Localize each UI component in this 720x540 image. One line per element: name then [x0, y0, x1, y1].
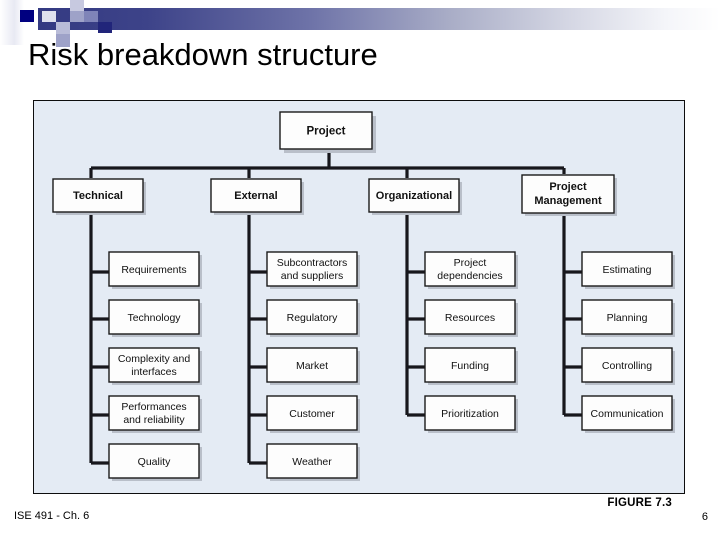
leaf-label-line1: Funding: [451, 360, 489, 372]
node-project-root[interactable]: Project: [279, 111, 376, 153]
leaf-label-line1: Quality: [138, 456, 171, 468]
leaf-node[interactable]: Market: [266, 347, 360, 385]
node-organizational[interactable]: Organizational: [368, 178, 462, 215]
header-square-dark-1: [98, 22, 112, 33]
leaf-label-line2: dependencies: [437, 270, 502, 282]
leaf-node[interactable]: Regulatory: [266, 299, 360, 337]
leaf-node[interactable]: Resources: [424, 299, 518, 337]
course-footer-label: ISE 491 - Ch. 6: [14, 510, 90, 522]
leaf-node[interactable]: Planning: [581, 299, 675, 337]
leaf-label-line1: Estimating: [602, 264, 651, 276]
leaf-label-line2: and suppliers: [281, 270, 343, 282]
leaf-node[interactable]: Communication: [581, 395, 675, 433]
node-label: Organizational: [376, 190, 452, 202]
leaf-node[interactable]: Estimating: [581, 251, 675, 289]
node-label: Project: [307, 126, 346, 138]
node-technical[interactable]: Technical: [52, 178, 146, 215]
leaf-node[interactable]: Quality: [108, 443, 202, 481]
leaf-label-line1: Project: [454, 257, 487, 269]
leaf-node[interactable]: Technology: [108, 299, 202, 337]
risk-breakdown-structure-figure: Project Technical External Organizationa…: [33, 100, 685, 494]
leaf-label-line1: Regulatory: [287, 312, 339, 324]
leaf-label-line1: Complexity and: [118, 353, 191, 365]
header-gradient-bar: [38, 8, 720, 30]
leaf-label-line1: Performances: [121, 401, 186, 413]
leaf-label-line1: Customer: [289, 408, 335, 420]
header-fade-block: [0, 0, 24, 45]
leaf-label-line1: Market: [296, 360, 328, 372]
header-square-mid-4: [56, 34, 70, 47]
leaf-node[interactable]: Prioritization: [424, 395, 518, 433]
leaf-node[interactable]: Requirements: [108, 251, 202, 289]
risk-breakdown-tree-diagram: Project Technical External Organizationa…: [52, 111, 675, 481]
leaf-node[interactable]: Weather: [266, 443, 360, 481]
figure-caption: FIGURE 7.3: [607, 497, 672, 509]
node-label-line1: Project: [549, 181, 587, 193]
leaf-node[interactable]: Project dependencies: [424, 251, 518, 289]
header-square-mid-3: [56, 22, 70, 34]
leaf-label-line1: Technology: [127, 312, 181, 324]
connector-group: [89, 151, 582, 465]
header-square-mid-2: [84, 11, 98, 22]
leaf-label-line1: Subcontractors: [277, 257, 348, 269]
node-label: External: [234, 190, 277, 202]
node-external[interactable]: External: [210, 178, 304, 215]
leaf-label-line1: Resources: [445, 312, 495, 324]
leaf-node[interactable]: Subcontractors and suppliers: [266, 251, 360, 289]
slide-header-decoration: [0, 0, 720, 47]
page-number: 6: [701, 511, 708, 523]
header-square-light-2: [42, 11, 56, 22]
leaf-node[interactable]: Performances and reliability: [108, 395, 202, 433]
header-square-light-1: [70, 0, 84, 11]
leaf-label-line1: Prioritization: [441, 408, 499, 420]
leaf-node[interactable]: Controlling: [581, 347, 675, 385]
header-square-mid-1: [70, 11, 84, 22]
leaf-node[interactable]: Customer: [266, 395, 360, 433]
leaf-label-line1: Planning: [607, 312, 648, 324]
page-title: Risk breakdown structure: [28, 37, 378, 72]
leaf-label-line1: Communication: [591, 408, 664, 420]
header-square-navy-accent: [20, 10, 34, 22]
leaf-label-line2: interfaces: [131, 366, 177, 378]
node-project-management[interactable]: Project Management: [521, 174, 617, 216]
leaf-label-line1: Controlling: [602, 360, 652, 372]
leaf-label-line2: and reliability: [123, 414, 185, 426]
leaf-label-line1: Requirements: [121, 264, 186, 276]
leaf-node[interactable]: Complexity and interfaces: [108, 347, 202, 385]
node-label: Technical: [73, 190, 123, 202]
leaf-node[interactable]: Funding: [424, 347, 518, 385]
leaf-label-line1: Weather: [292, 456, 332, 468]
node-label-line2: Management: [534, 195, 602, 207]
